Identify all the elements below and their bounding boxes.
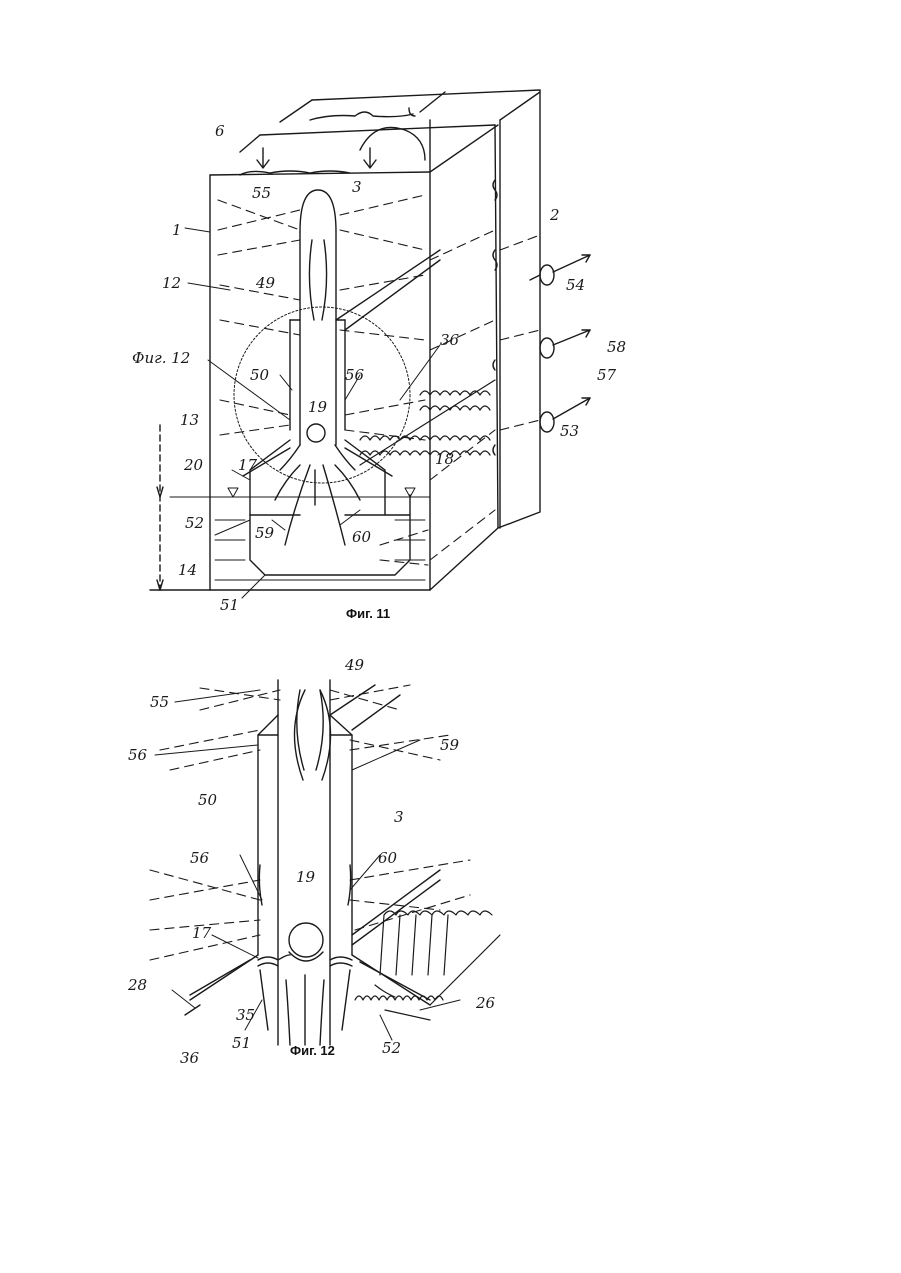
coiled-heater-36: [360, 380, 495, 465]
label-52-detail: 52: [382, 1039, 401, 1057]
water-level: [170, 488, 430, 580]
flow-arrows: [275, 465, 360, 545]
detail-circle: [234, 307, 410, 483]
figure-11-caption: Фиг. 11: [346, 606, 390, 621]
label-57: 57: [597, 366, 617, 384]
valve-19: [307, 424, 325, 442]
label-3: 3: [352, 178, 362, 196]
label-19-detail: 19: [296, 868, 316, 886]
label-49: 49: [255, 274, 276, 292]
label-51: 51: [220, 596, 239, 614]
label-56-upper: 56: [128, 746, 148, 764]
label-59-detail: 59: [440, 736, 460, 754]
label-56: 56: [345, 366, 365, 384]
figure-11-labels: 6 3 55 1 2 12 49 54 58 Фиг. 12 36 50 56 …: [132, 122, 626, 621]
funnel: [243, 440, 392, 515]
label-60: 60: [352, 528, 372, 546]
label-59: 59: [255, 524, 275, 542]
label-60-detail: 60: [378, 849, 398, 867]
side-walls-12: [185, 870, 440, 1015]
label-3-detail: 3: [394, 808, 404, 826]
label-54: 54: [566, 276, 585, 294]
label-56-lower: 56: [190, 849, 210, 867]
label-55: 55: [252, 184, 271, 202]
label-1: 1: [172, 221, 182, 239]
label-49-detail: 49: [344, 656, 365, 674]
diaphragm-seals: [258, 952, 352, 966]
label-28-detail: 28: [127, 976, 147, 994]
housing-right: [330, 685, 400, 955]
label-58: 58: [607, 338, 626, 356]
label-2: 2: [549, 206, 560, 224]
label-36-detail: 36: [180, 1049, 200, 1067]
label-12: 12: [162, 274, 181, 292]
label-17-detail: 17: [192, 924, 212, 942]
label-52: 52: [185, 514, 204, 532]
label-14: 14: [178, 561, 197, 579]
top-arrows: [257, 148, 376, 168]
middle-panel-outline: [240, 120, 498, 590]
label-17: 17: [238, 456, 258, 474]
figure-12-caption: Фиг. 12: [290, 1043, 335, 1058]
label-13: 13: [180, 411, 199, 429]
label-50: 50: [250, 366, 270, 384]
label-18: 18: [435, 450, 454, 468]
label-19: 19: [308, 398, 328, 416]
label-26-detail: 26: [475, 994, 496, 1012]
dashed-ray-lines-12: [150, 685, 470, 960]
figure-11: 6 3 55 1 2 12 49 54 58 Фиг. 12 36 50 56 …: [132, 90, 626, 621]
rear-panel-2: [280, 90, 540, 528]
housing-50: [258, 715, 278, 955]
front-housing-1: [210, 171, 430, 590]
label-35-detail: 35: [236, 1006, 255, 1024]
label-50-detail: 50: [198, 791, 218, 809]
label-51-detail: 51: [232, 1034, 251, 1052]
label-55-detail: 55: [150, 693, 169, 711]
valve-19-detail: [289, 923, 323, 957]
label-fig12-reference: Фиг. 12: [132, 349, 190, 367]
label-20: 20: [183, 456, 204, 474]
label-53: 53: [560, 422, 579, 440]
figure-12: 49 55 56 59 50 3 56 60 19 17 28 26 35 36…: [127, 656, 500, 1067]
label-36: 36: [440, 331, 460, 349]
central-pipe-12: [278, 680, 330, 1045]
label-6: 6: [215, 122, 225, 140]
